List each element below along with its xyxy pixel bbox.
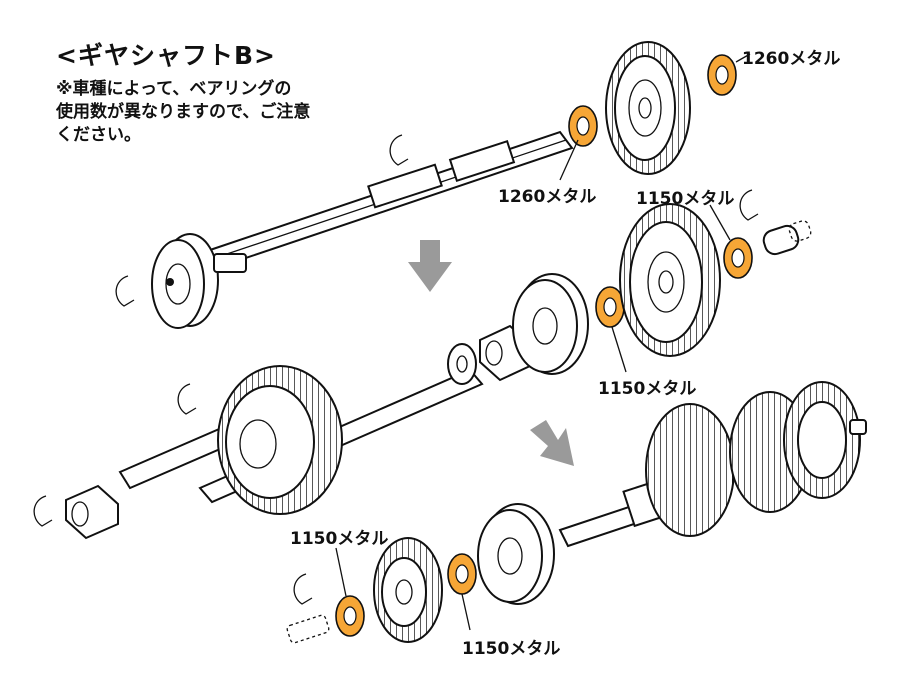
end-pin [286,614,330,644]
callout-label: 1150メタル [598,379,697,399]
bearing-1150-c [447,553,477,595]
drum-bottom [477,503,555,605]
caution-note: ※車種によって、ベアリングの 使用数が異なりますので、ご注意 ください。 [56,78,310,147]
note-line: 使用数が異なりますので、ご注意 [56,102,311,122]
callout-label: 1150メタル [290,529,389,549]
callout-label: 1150メタル [462,639,561,659]
e-clip-3 [177,383,197,415]
note-line: ※車種によって、ベアリングの [56,79,292,99]
drum-middle [512,273,589,375]
e-clip-6 [293,573,313,605]
bearing-1150-b [723,237,753,279]
bearing-1150-d [335,595,365,637]
callout-label: 1260メタル [742,49,841,69]
hex-coupler-left [65,484,119,540]
gear-top [605,41,691,175]
e-clip-5 [739,189,759,221]
bearing-1260-b [707,54,737,96]
bearing-1260-a [568,105,598,147]
e-clip-4 [33,495,53,527]
hub-1 [151,233,247,329]
note-line: ください。 [56,125,141,145]
gear-middle-left [217,365,343,515]
flow-arrow-2 [530,420,574,466]
callout-label: 1260メタル [498,187,597,207]
page-title: <ギヤシャフトB> [56,41,276,70]
collar-pin [762,220,812,256]
gear-bottom [373,537,443,643]
gear-cluster [645,381,867,537]
callout-label: 1150メタル [636,189,735,209]
washer [447,343,477,385]
e-clip-1 [115,275,135,307]
bearing-1150-a [595,286,625,328]
flow-arrow-1 [408,240,452,292]
gear-middle-right [619,203,721,357]
e-clip-2 [389,134,409,166]
